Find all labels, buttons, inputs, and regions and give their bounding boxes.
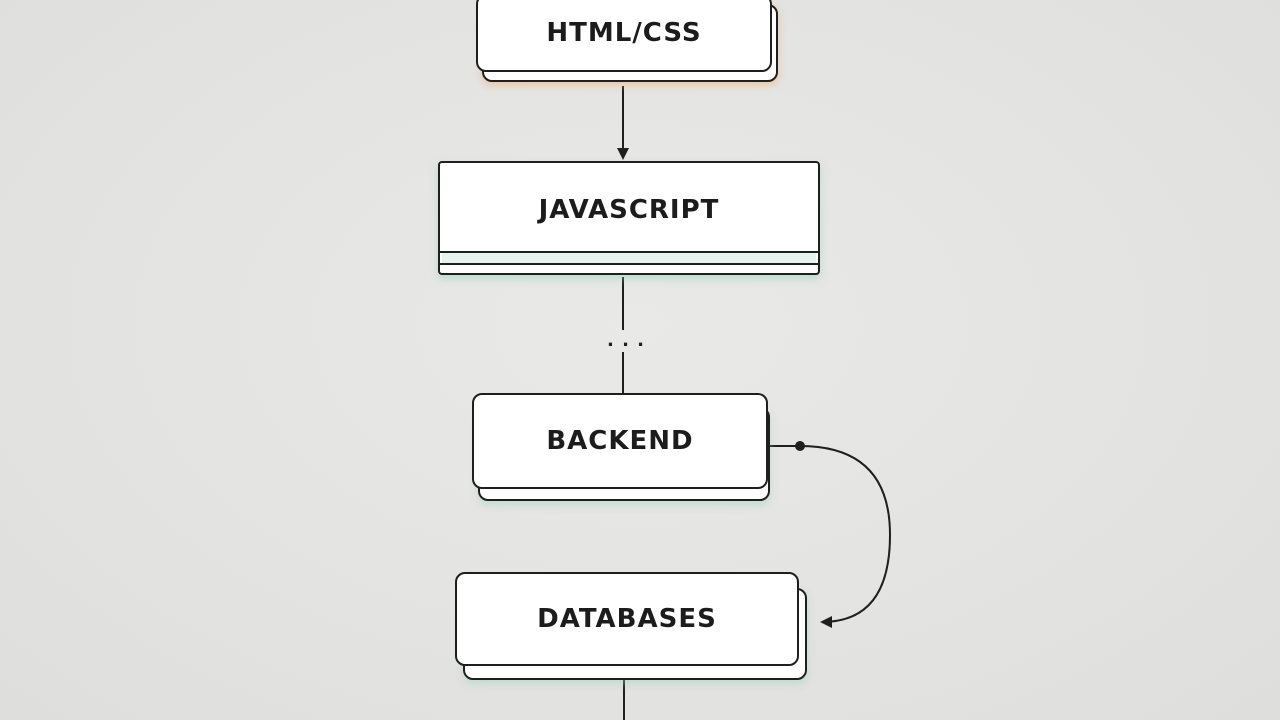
node-backend[interactable]: BACKEND <box>472 393 774 503</box>
node-backend-box: BACKEND <box>472 393 768 489</box>
node-html-css[interactable]: HTML/CSS <box>476 0 782 88</box>
node-backend-label: BACKEND <box>546 426 694 456</box>
node-html-css-label: HTML/CSS <box>546 18 702 48</box>
node-html-css-box: HTML/CSS <box>476 0 772 72</box>
connector-dot <box>795 441 805 451</box>
node-javascript-divider-bottom <box>440 263 818 265</box>
node-javascript-label: JAVASCRIPT <box>538 195 720 225</box>
node-databases-label: DATABASES <box>537 604 717 634</box>
node-databases-box: DATABASES <box>455 572 799 666</box>
node-javascript[interactable]: JAVASCRIPT <box>438 161 820 277</box>
node-javascript-divider-top <box>440 251 818 253</box>
node-javascript-box: JAVASCRIPT <box>438 161 820 275</box>
connector-backend-databases <box>768 445 892 628</box>
node-databases[interactable]: DATABASES <box>455 572 811 682</box>
gap-marker: . . . <box>607 330 645 351</box>
node-javascript-strip-fill <box>442 253 816 263</box>
